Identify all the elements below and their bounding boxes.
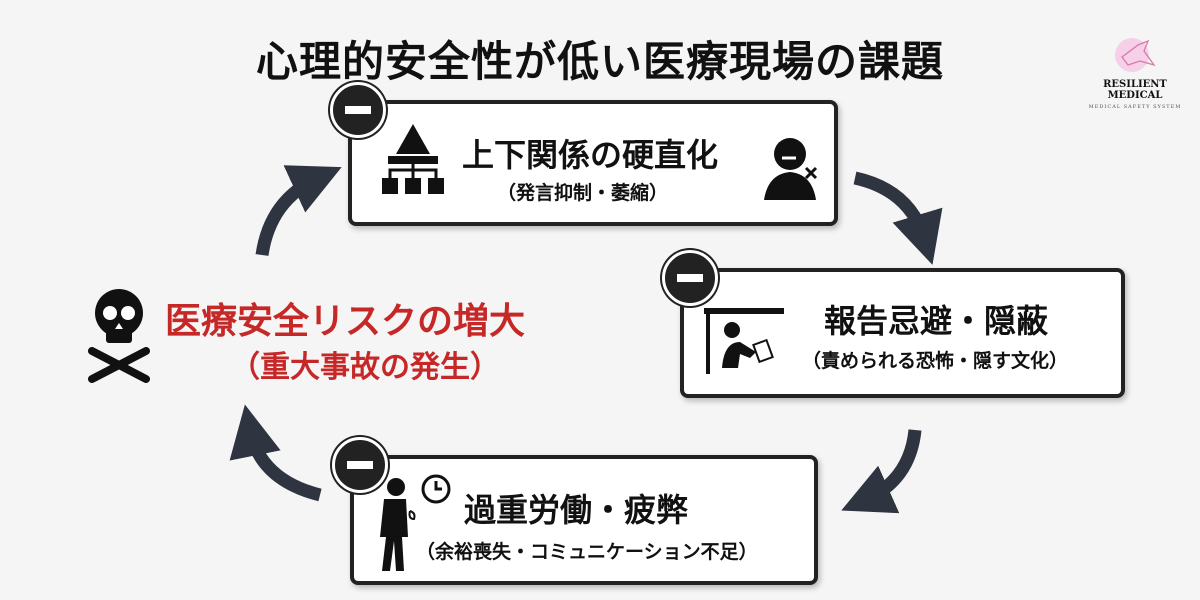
- arrow-left-top: [255, 165, 342, 257]
- box-overwork: 過重労働・疲弊 （余裕喪失・コミュニケーション不足）: [332, 437, 818, 585]
- center-title: 医療安全リスクの増大: [165, 301, 526, 342]
- logo-name: RESILIENT MEDICAL: [1103, 79, 1167, 101]
- dove-icon: [1115, 38, 1156, 72]
- page-title: 心理的安全性が低い医療現場の課題: [255, 37, 944, 86]
- logo: RESILIENT MEDICAL MEDICAL SAFETY SYSTEM: [1075, 35, 1195, 110]
- arrow-top-right: [853, 171, 943, 265]
- silenced-person-icon: [764, 138, 818, 200]
- box-hierarchy: 上下関係の硬直化 （発言抑制・萎縮）: [330, 82, 838, 226]
- minus-icon: [332, 437, 388, 493]
- logo-tagline: MEDICAL SAFETY SYSTEM: [1088, 104, 1182, 110]
- exhausted-person-icon: [380, 478, 416, 571]
- box-title: 報告忌避・隠蔽: [824, 302, 1049, 340]
- arrow-bottom-left: [229, 404, 322, 502]
- arrow-right-bottom: [841, 429, 922, 514]
- box-subtitle: （責められる恐怖・隠す文化）: [802, 350, 1069, 372]
- minus-icon: [330, 82, 386, 138]
- hiding-under-desk-icon: [704, 308, 784, 374]
- minus-icon: [662, 250, 718, 306]
- box-title: 上下関係の硬直化: [462, 136, 719, 174]
- box-title: 過重労働・疲弊: [464, 491, 689, 529]
- center-subtitle: （重大事故の発生）: [230, 350, 500, 385]
- clock-icon: [421, 474, 451, 504]
- box-subtitle: （発言抑制・萎縮）: [497, 182, 669, 204]
- box-subtitle: （余裕喪失・コミュニケーション不足）: [416, 541, 758, 563]
- box-concealment: 報告忌避・隠蔽 （責められる恐怖・隠す文化）: [662, 250, 1125, 398]
- skull-crossbones-icon: [88, 289, 150, 383]
- hierarchy-icon: [382, 124, 444, 194]
